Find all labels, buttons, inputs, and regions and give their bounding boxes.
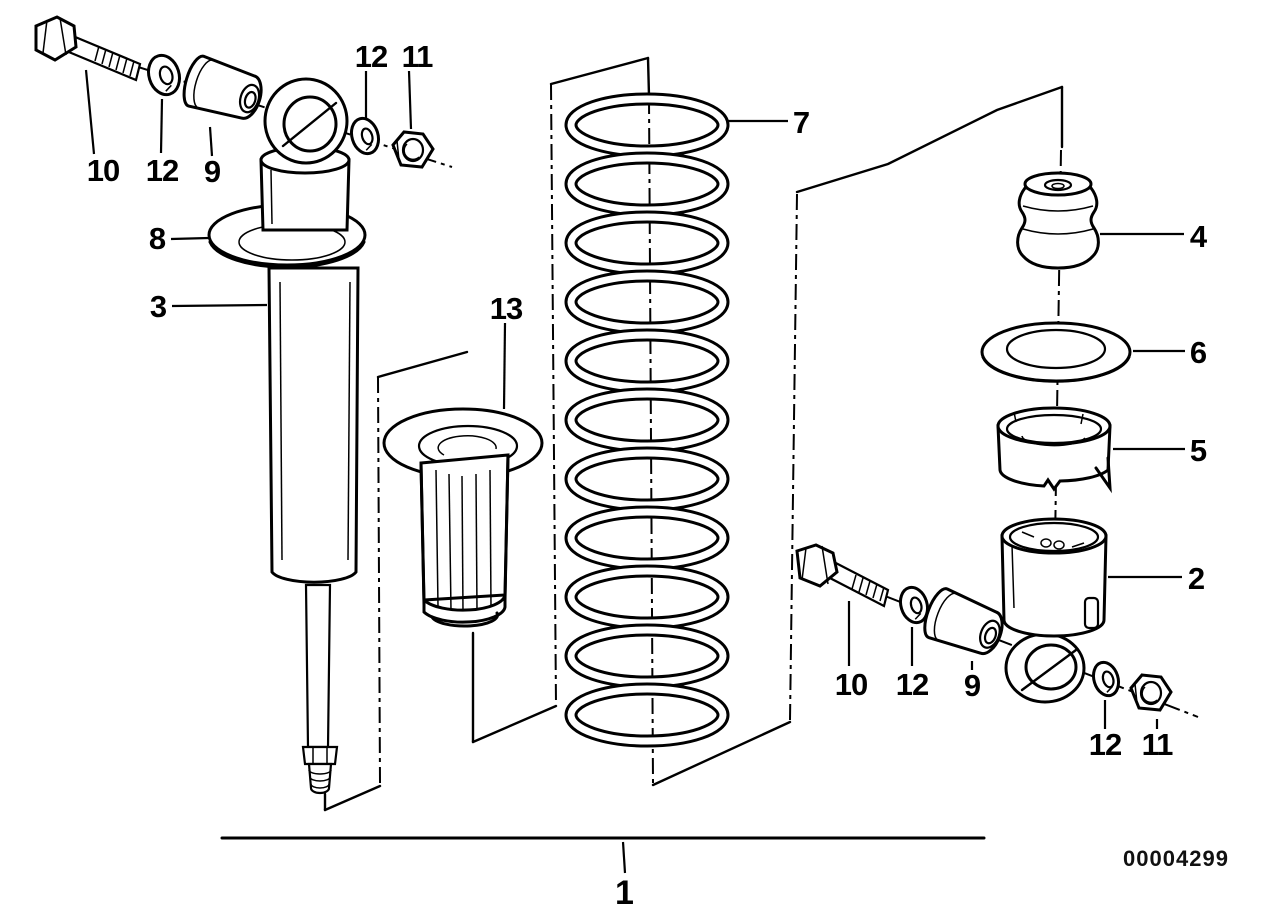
side-tab bbox=[1083, 596, 1100, 630]
rubber-bushing-upper bbox=[182, 54, 263, 120]
callout-12-upper-right[interactable]: 12 bbox=[355, 39, 388, 74]
callout-7[interactable]: 7 bbox=[793, 105, 810, 140]
bolt-lower bbox=[795, 543, 890, 608]
lock-washer-lower-left bbox=[899, 585, 929, 625]
lock-washer-lower-right bbox=[1091, 660, 1121, 698]
rod-thread bbox=[307, 762, 333, 795]
callout-4[interactable]: 4 bbox=[1190, 219, 1209, 254]
piston-rod bbox=[304, 583, 332, 749]
self-locking-nut-lower bbox=[1129, 673, 1173, 712]
callout-3[interactable]: 3 bbox=[150, 289, 168, 324]
upper-eye-ring bbox=[263, 77, 349, 165]
callout-2[interactable]: 2 bbox=[1188, 561, 1205, 596]
callout-11-lower[interactable]: 11 bbox=[1142, 727, 1175, 762]
callout-10-upper[interactable]: 10 bbox=[87, 153, 120, 188]
lock-washer-upper-left bbox=[147, 53, 181, 97]
callout-6[interactable]: 6 bbox=[1190, 335, 1208, 370]
lock-washer-upper-right bbox=[350, 116, 380, 156]
bolt-head bbox=[795, 543, 839, 588]
protection-tube bbox=[382, 407, 544, 628]
callout-8[interactable]: 8 bbox=[149, 221, 167, 256]
group-frame-sleeve bbox=[323, 350, 469, 812]
rubber-buffer bbox=[1016, 171, 1100, 270]
callout-12-upper-left[interactable]: 12 bbox=[146, 153, 179, 188]
group-frame-right bbox=[789, 85, 1064, 721]
sleeve-ribs bbox=[435, 469, 492, 613]
callout-9-lower[interactable]: 9 bbox=[964, 668, 982, 703]
callout-9-upper[interactable]: 9 bbox=[204, 154, 222, 189]
spring-cup bbox=[996, 406, 1112, 494]
sleeve-bottom-band bbox=[422, 594, 507, 624]
callout-labels: 10 12 9 12 11 8 3 13 7 4 6 5 2 10 12 9 1… bbox=[87, 39, 1209, 910]
rubber-bushing-lower bbox=[923, 587, 1004, 656]
coil-spring bbox=[564, 92, 730, 748]
callout-11-upper[interactable]: 11 bbox=[402, 39, 435, 74]
shock-cartridge bbox=[1000, 517, 1108, 704]
callout-5[interactable]: 5 bbox=[1190, 433, 1208, 468]
bolt-thread bbox=[851, 574, 885, 602]
callout-12-lower-left[interactable]: 12 bbox=[896, 667, 929, 702]
bolt-upper bbox=[34, 15, 142, 82]
callout-12-lower-right[interactable]: 12 bbox=[1089, 727, 1122, 762]
callout-10-lower[interactable]: 10 bbox=[835, 667, 868, 702]
washer-right bbox=[980, 321, 1132, 383]
leader-lines bbox=[84, 69, 1185, 874]
lower-eye-ring bbox=[1004, 632, 1086, 704]
self-locking-nut-upper bbox=[391, 130, 435, 169]
callout-13[interactable]: 13 bbox=[490, 291, 524, 326]
bolt-thread bbox=[94, 45, 135, 77]
callout-1[interactable]: 1 bbox=[615, 874, 634, 910]
drawing-number: 00004299 bbox=[1123, 846, 1229, 871]
shock-absorber-body bbox=[207, 77, 367, 795]
